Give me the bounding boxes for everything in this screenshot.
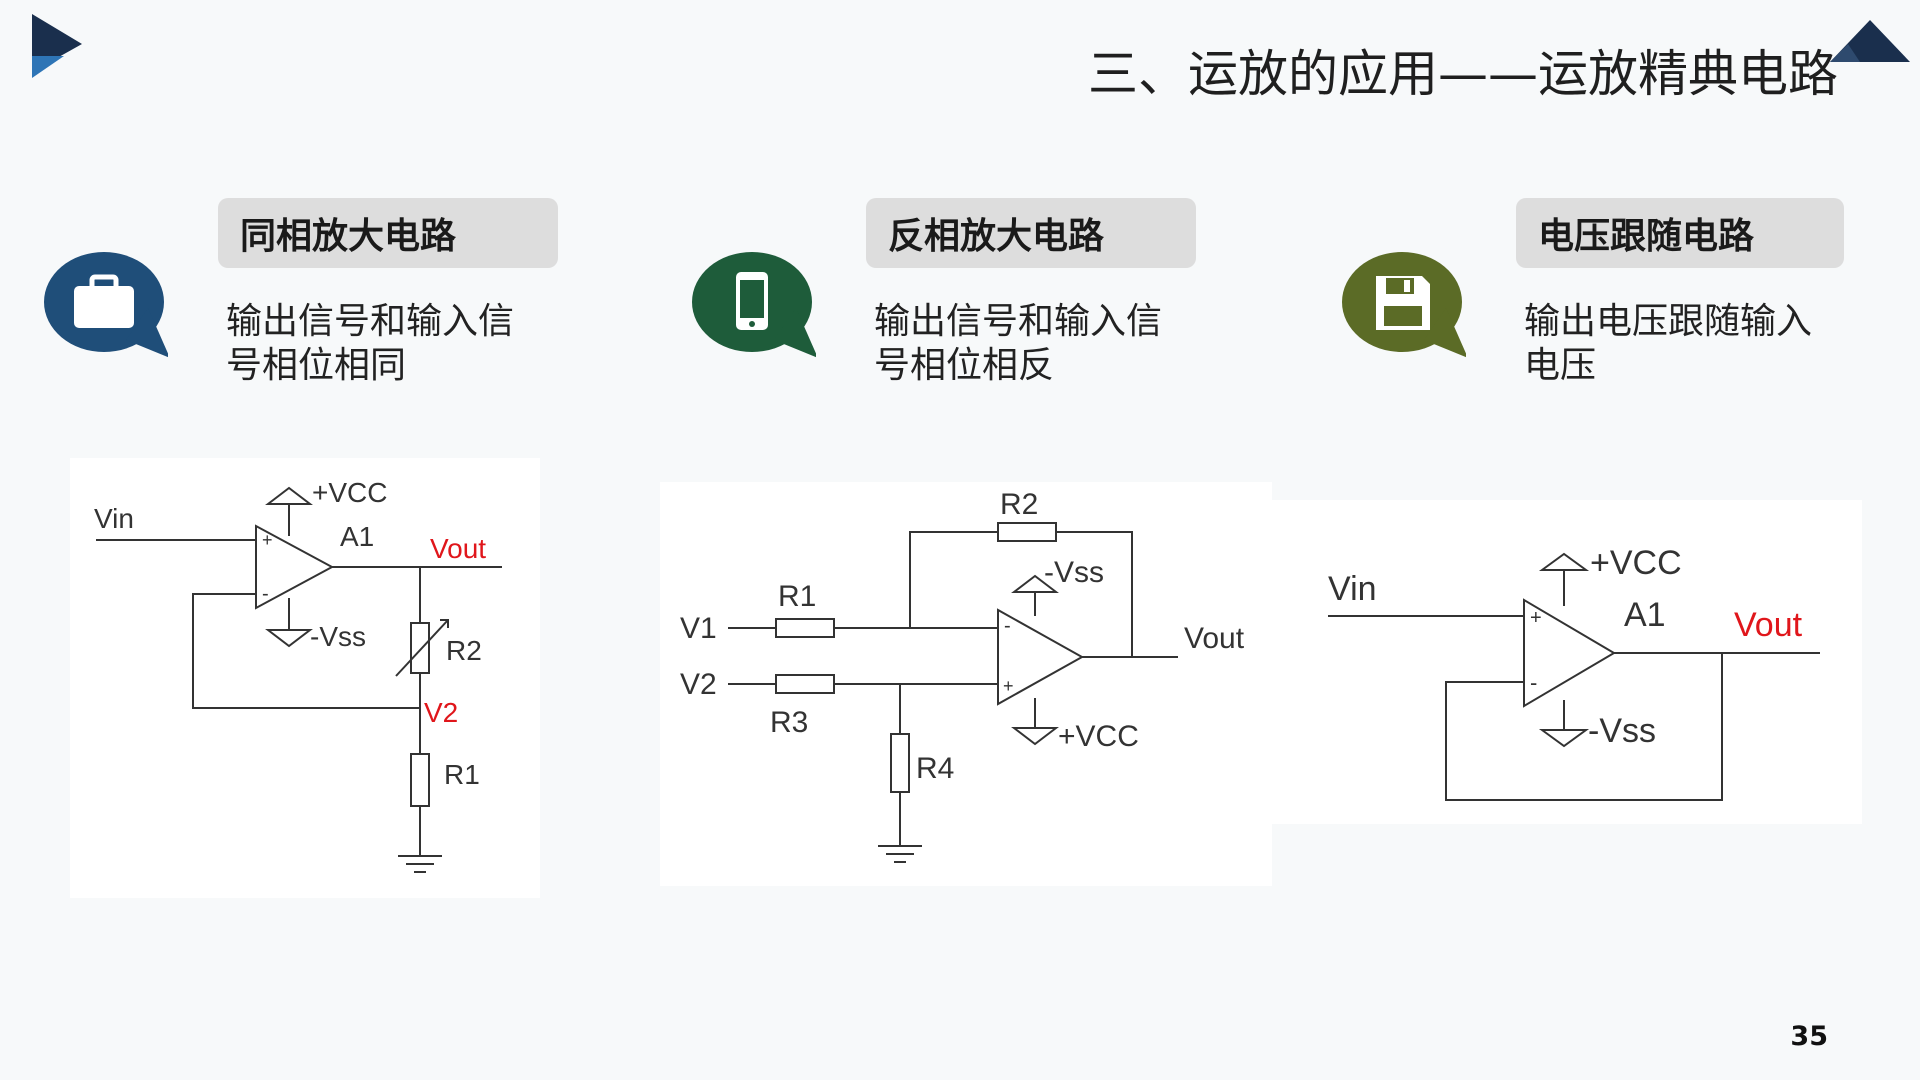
vout-label: Vout (1184, 622, 1245, 655)
noninverting-description: 输出信号和输入信 号相位相同 (226, 300, 514, 388)
vcc-label: +VCC (1590, 544, 1682, 582)
description-line: 输出信号和输入信 (226, 301, 515, 342)
vss-label: -Vss (1044, 556, 1104, 589)
r1-label: R1 (444, 759, 480, 790)
vout-label: Vout (1734, 606, 1803, 644)
vcc-label: +VCC (312, 477, 387, 508)
vss-label: -Vss (1588, 712, 1656, 750)
corner-logo-icon (32, 14, 82, 78)
description-line: 号相位相同 (226, 345, 407, 386)
follower-label-text: 电压跟随电路 (1538, 216, 1755, 257)
description-line: 输出信号和输入信 (874, 301, 1163, 342)
minus-sign: - (262, 583, 269, 605)
r3-label: R3 (770, 706, 808, 739)
amp-label: A1 (1624, 596, 1666, 634)
inverting-circuit-panel: V1 V2 R1 R3 R2 R4 -Vss +VCC Vout - + (660, 482, 1272, 886)
follower-description: 输出电压跟随输入 电压 (1524, 300, 1812, 388)
r2-label: R2 (446, 635, 482, 666)
inverting-label-text: 反相放大电路 (888, 216, 1105, 257)
follower-label: 电压跟随电路 (1516, 198, 1844, 268)
v1-label: V1 (680, 612, 717, 645)
mobile-phone-icon (692, 252, 816, 358)
r2-label: R2 (1000, 488, 1038, 521)
vin-label: Vin (1328, 570, 1377, 608)
noninverting-circuit-panel: Vin +VCC -Vss A1 Vout R2 V2 R1 + - (70, 458, 540, 898)
inverting-circuit-diagram: V1 V2 R1 R3 R2 R4 -Vss +VCC Vout - + (680, 488, 1245, 863)
page-title: 三、运放的应用——运放精典电路 (1088, 45, 1838, 103)
vss-label: -Vss (310, 621, 366, 652)
plus-sign: + (262, 530, 273, 550)
v2-label: V2 (680, 668, 717, 701)
description-line: 号相位相反 (874, 345, 1055, 386)
minus-sign: - (1004, 615, 1011, 637)
noninverting-label: 同相放大电路 (218, 198, 558, 268)
vout-label: Vout (430, 533, 486, 564)
inverting-label: 反相放大电路 (866, 198, 1196, 268)
vcc-label: +VCC (1058, 720, 1139, 753)
briefcase-icon (44, 252, 168, 358)
floppy-disk-icon (1342, 252, 1466, 358)
mountain-deco-icon (1830, 20, 1910, 62)
noninverting-label-text: 同相放大电路 (240, 216, 457, 257)
follower-circuit-panel: Vin +VCC A1 Vout -Vss + - (1252, 500, 1862, 824)
r1-label: R1 (778, 580, 816, 613)
page-number: 35 (1790, 1021, 1828, 1052)
plus-sign: + (1003, 676, 1014, 696)
v2-label: V2 (424, 697, 458, 728)
amp-label: A1 (340, 521, 374, 552)
minus-sign: - (1530, 670, 1537, 695)
vin-label: Vin (94, 503, 134, 534)
follower-circuit-diagram: Vin +VCC A1 Vout -Vss + - (1328, 544, 1820, 801)
noninverting-circuit-diagram: Vin +VCC -Vss A1 Vout R2 V2 R1 + - (94, 477, 502, 873)
inverting-description: 输出信号和输入信 号相位相反 (874, 300, 1162, 388)
plus-sign: + (1530, 607, 1542, 629)
r4-label: R4 (916, 752, 954, 785)
description-line: 输出电压跟随输入 (1524, 301, 1813, 342)
description-line: 电压 (1524, 345, 1597, 386)
